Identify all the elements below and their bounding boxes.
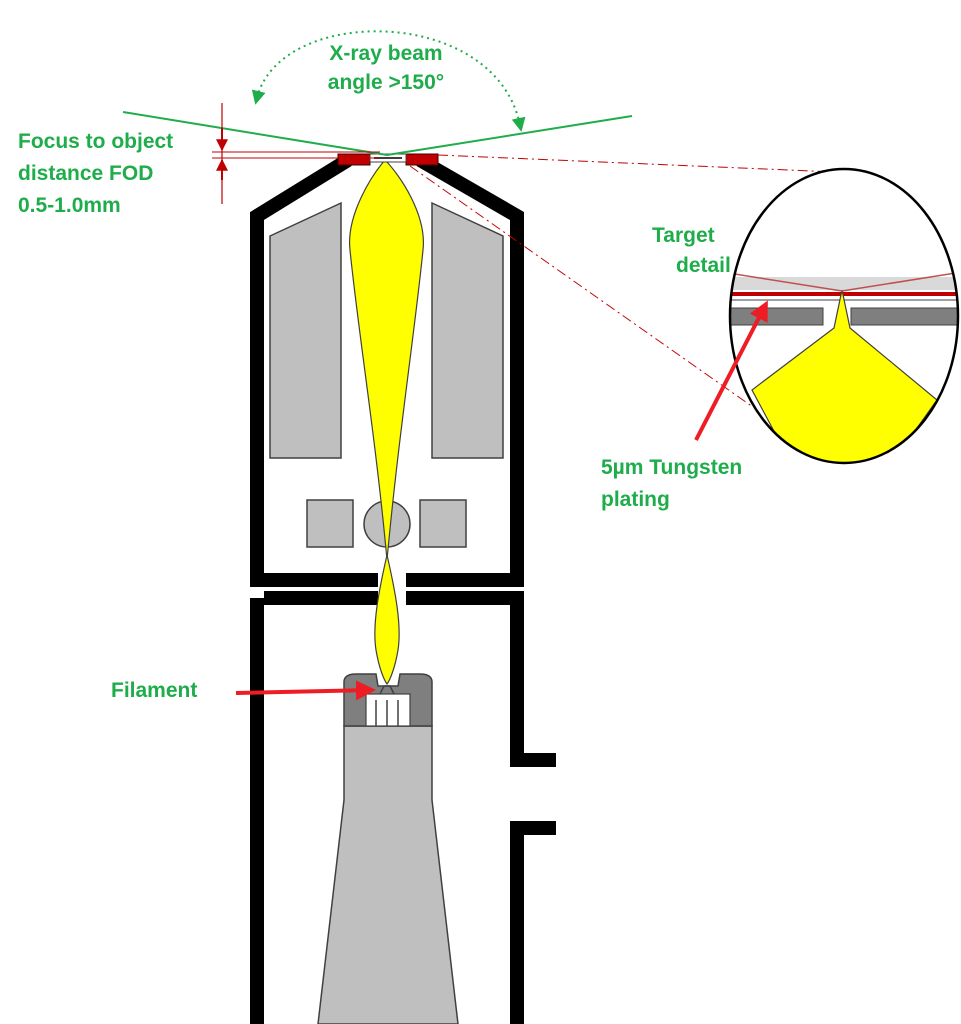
beam-upper-lobe bbox=[349, 159, 424, 561]
upper-chamber-wall bbox=[250, 153, 524, 587]
fod-label-line3: 0.5-1.0mm bbox=[18, 194, 121, 217]
target-detail-magnifier bbox=[728, 167, 960, 465]
tungsten-label-line2: plating bbox=[601, 488, 670, 511]
fod-dimension bbox=[212, 103, 380, 204]
fod-label-line1: Focus to object bbox=[18, 130, 173, 153]
target-detail-label-line2: detail bbox=[676, 254, 731, 277]
filament-label: Filament bbox=[111, 679, 197, 702]
detail-leader-lines bbox=[409, 154, 836, 413]
beam-lower-lobe bbox=[374, 554, 400, 686]
filament-pointer-arrow bbox=[235, 680, 376, 701]
tungsten-label-line1: 5µm Tungsten bbox=[601, 456, 742, 479]
fod-label-line2: distance FOD bbox=[18, 162, 153, 185]
tungsten-pointer-arrow bbox=[694, 300, 768, 441]
lower-chamber-wall-right bbox=[264, 591, 556, 1024]
cathode-assembly bbox=[317, 673, 459, 1024]
xray-beam-lines bbox=[122, 30, 633, 156]
magnifier-outline bbox=[728, 167, 960, 465]
xray-ray-right bbox=[386, 115, 633, 156]
beam-angle-label-line2: angle >150° bbox=[328, 71, 444, 94]
cathode-base bbox=[317, 725, 459, 1024]
aperture-block-left bbox=[306, 499, 354, 548]
target-right-block bbox=[405, 153, 439, 166]
aperture-block-right bbox=[419, 499, 467, 548]
coil-right bbox=[431, 201, 504, 459]
electron-beam bbox=[349, 159, 424, 686]
tube-housing bbox=[250, 153, 556, 1024]
coil-left bbox=[269, 201, 342, 459]
filament-wire bbox=[379, 685, 395, 695]
xray-ray-left bbox=[122, 111, 388, 156]
target-detail-label-line1: Target bbox=[652, 224, 715, 247]
target-left-block bbox=[337, 153, 371, 166]
filament-holder bbox=[365, 693, 411, 727]
beam-angle-label-line1: X-ray beam bbox=[329, 42, 442, 65]
